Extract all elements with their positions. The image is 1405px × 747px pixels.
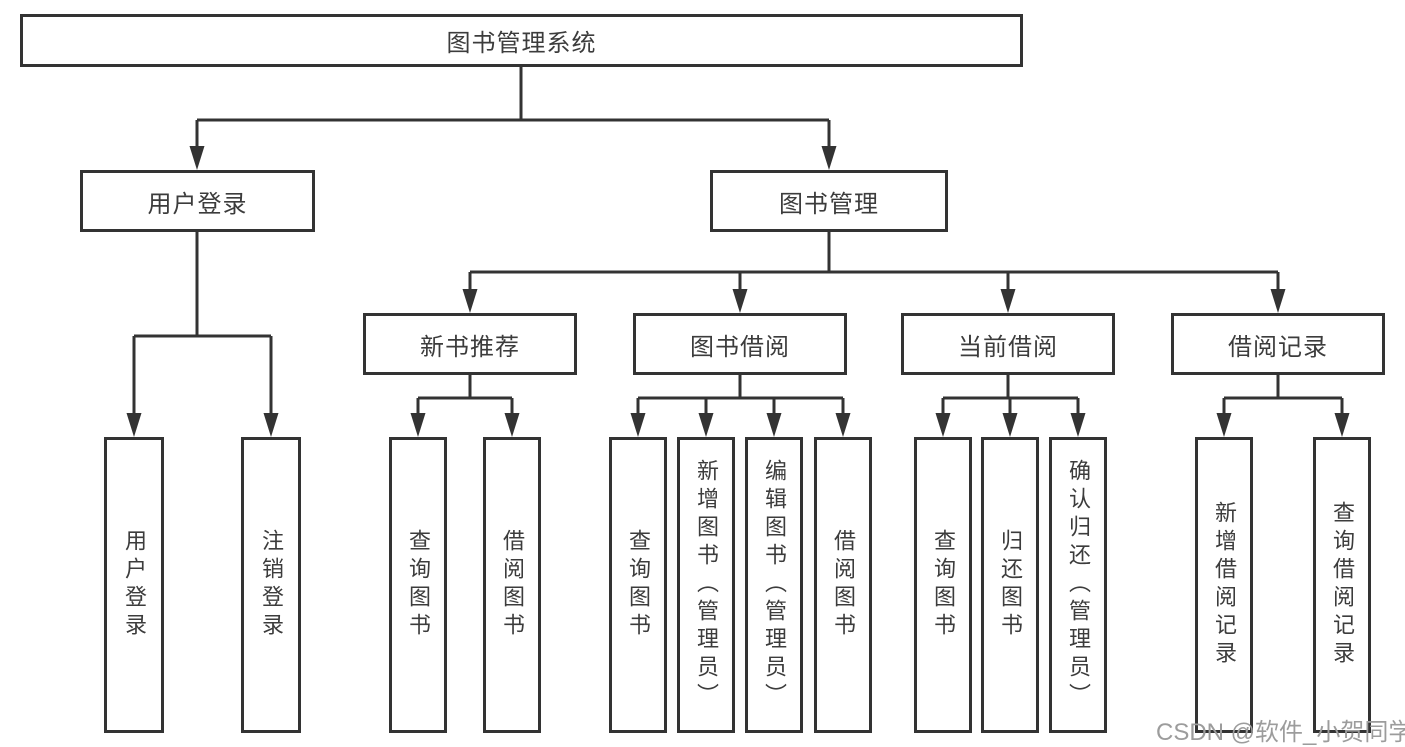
- leaf-label: 查询图书: [626, 529, 651, 641]
- leaf-query-books-1: 查询图书: [389, 437, 447, 733]
- connector-borrowrecords-to-leaves: [1216, 375, 1350, 437]
- leaf-return-books: 归还图书: [981, 437, 1039, 733]
- node-current-borrowing: 当前借阅: [901, 313, 1115, 375]
- leaf-add-books-admin: 新增图书（管理员）: [677, 437, 735, 733]
- node-book-management: 图书管理: [710, 170, 948, 232]
- leaf-label: 查询图书: [931, 529, 956, 641]
- leaf-label: 查询图书: [406, 529, 431, 641]
- node-new-book-recommend: 新书推荐: [363, 313, 577, 375]
- connector-userlogin-to-leaves: [126, 232, 279, 437]
- leaf-borrow-books-2: 借阅图书: [814, 437, 872, 733]
- csdn-watermark: CSDN @软件_小贺同学: [1156, 719, 1405, 746]
- leaf-label: 借阅图书: [500, 529, 525, 641]
- leaf-label: 查询借阅记录: [1330, 501, 1355, 669]
- leaf-add-borrow-record: 新增借阅记录: [1195, 437, 1253, 733]
- leaf-confirm-return-admin: 确认归还（管理员）: [1049, 437, 1107, 733]
- connector-currentborrow-to-leaves: [935, 375, 1086, 437]
- leaf-label: 编辑图书（管理员）: [762, 459, 787, 711]
- leaf-label: 新增图书（管理员）: [694, 459, 719, 711]
- connector-root-to-level2: [189, 67, 837, 170]
- leaf-user-login: 用户登录: [104, 437, 164, 733]
- leaf-query-books-2: 查询图书: [609, 437, 667, 733]
- connector-newbooks-to-leaves: [410, 375, 520, 437]
- connector-bookmgmt-to-level3: [462, 232, 1286, 313]
- leaf-label: 注销登录: [259, 529, 284, 641]
- node-user-login: 用户登录: [80, 170, 315, 232]
- leaf-logout: 注销登录: [241, 437, 301, 733]
- leaf-query-books-3: 查询图书: [914, 437, 972, 733]
- leaf-query-borrow-record: 查询借阅记录: [1313, 437, 1371, 733]
- leaf-edit-books-admin: 编辑图书（管理员）: [745, 437, 803, 733]
- leaf-label: 归还图书: [998, 529, 1023, 641]
- leaf-label: 新增借阅记录: [1212, 501, 1237, 669]
- leaf-borrow-books-1: 借阅图书: [483, 437, 541, 733]
- leaf-label: 确认归还（管理员）: [1066, 459, 1091, 711]
- node-borrow-records: 借阅记录: [1171, 313, 1385, 375]
- node-book-borrowing: 图书借阅: [633, 313, 847, 375]
- leaf-label: 用户登录: [122, 529, 147, 641]
- leaf-label: 借阅图书: [831, 529, 856, 641]
- node-root-system: 图书管理系统: [20, 14, 1023, 67]
- connector-bookborrow-to-leaves: [630, 375, 851, 437]
